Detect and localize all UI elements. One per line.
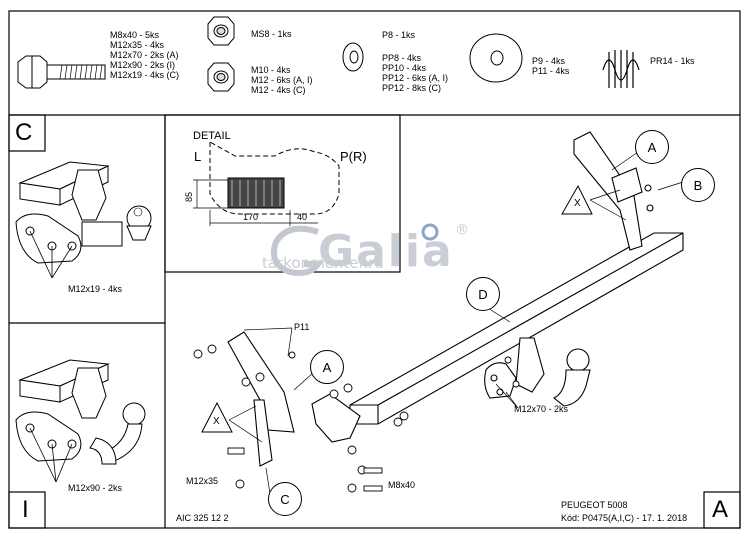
nut-spec: M10 - 4ks xyxy=(251,65,291,75)
washer-spec: PP12 - 6ks (A, I) xyxy=(382,73,449,83)
washer-spec: PP12 - 8ks (C) xyxy=(382,83,442,93)
spring-washer-icon xyxy=(602,50,640,88)
callout-x-left: X xyxy=(213,416,220,427)
watermark-registered: ® xyxy=(455,222,469,238)
washer-small-spec-list: P8 - 1ks PP8 - 4ks PP10 - 4ks PP12 - 6ks… xyxy=(382,30,448,93)
panel-c-bolt-label: M12x19 - 4ks xyxy=(68,284,123,294)
variant-letter: A xyxy=(712,496,729,523)
detail-offset-dim: 40 xyxy=(297,212,308,222)
large-washer-icon xyxy=(469,33,523,83)
callout-a-right: A xyxy=(635,130,669,164)
hex-nut-icon xyxy=(207,62,235,92)
x-triangle-icons xyxy=(201,184,593,433)
washer-spec: P9 - 4ks xyxy=(532,56,566,66)
detail-drawing xyxy=(193,141,340,226)
vehicle-model: PEUGEOT 5008 xyxy=(561,500,628,510)
detail-left-label: L xyxy=(194,149,202,164)
m12x70-label: M12x70 - 2ks xyxy=(514,404,569,414)
panel-i-leaders xyxy=(29,427,73,483)
washer-spec: P8 - 1ks xyxy=(382,30,416,40)
panel-i-bolt-label: M12x90 - 2ks xyxy=(68,483,123,493)
p11-label: P11 xyxy=(294,322,310,332)
m8x40-label: M8x40 xyxy=(388,480,416,490)
washer-big-spec-list: P9 - 4ks P11 - 4ks xyxy=(532,56,569,76)
product-code: Kód: P0475(A,I,C) - 17. 1. 2018 xyxy=(561,513,688,523)
callout-c: C xyxy=(268,482,302,516)
washer-spec: PP10 - 4ks xyxy=(382,63,427,73)
bolt-spec: M12x35 - 4ks xyxy=(110,40,165,50)
bolt-spec: M8x40 - 5ks xyxy=(110,30,160,40)
panel-c-drawing xyxy=(15,161,152,264)
bolt-spec: M12x90 - 2ks (I) xyxy=(110,60,176,70)
detail-height-dim: 85 xyxy=(184,191,194,202)
detail-width-dim: 170 xyxy=(243,212,259,222)
nut-spec: M12 - 4ks (C) xyxy=(251,85,306,95)
detail-right-label: P(R) xyxy=(340,149,367,164)
washer-spec: P11 - 4ks xyxy=(532,66,570,76)
callout-b: B xyxy=(681,168,715,202)
lock-nut-icon xyxy=(207,16,235,46)
bolt-spec: M12x70 - 2ks (A) xyxy=(110,50,179,60)
bolt-spec: M12x19 - 4ks (C) xyxy=(110,70,180,80)
watermark-logo: Galia xyxy=(318,226,454,277)
drawing-code: AIC 325 12 2 xyxy=(176,513,229,523)
watermark-site: tarkonmenter.ru xyxy=(262,254,384,272)
frame-lines xyxy=(8,10,741,529)
nut-spec: M12 - 6ks (A, I) xyxy=(251,75,313,85)
washer-spec: PP8 - 4ks xyxy=(382,53,422,63)
spring-spec: PR14 - 1ks xyxy=(650,56,695,66)
callout-x-right: X xyxy=(574,198,581,209)
bolt-spec-list: M8x40 - 5ks M12x35 - 4ks M12x70 - 2ks (A… xyxy=(110,30,179,80)
panel-i-drawing xyxy=(15,359,146,465)
m12x35-label: M12x35 xyxy=(186,476,219,486)
bolt-icon xyxy=(17,55,106,89)
nut-spec-list: M10 - 4ks M12 - 6ks (A, I) M12 - 4ks (C) xyxy=(251,65,313,95)
callout-d: D xyxy=(466,277,500,311)
main-drawing xyxy=(227,131,684,467)
detail-title: DETAIL xyxy=(193,130,231,142)
small-washer-icon xyxy=(342,42,364,72)
panel-c-letter: C xyxy=(15,119,33,146)
nut-ms8-spec: MS8 - 1ks xyxy=(251,29,292,39)
main-fasteners xyxy=(193,344,520,493)
watermark-logo-icon xyxy=(270,223,439,276)
panel-i-letter: I xyxy=(22,496,29,523)
callout-a-left: A xyxy=(310,350,344,384)
panel-c-leaders xyxy=(29,230,73,279)
